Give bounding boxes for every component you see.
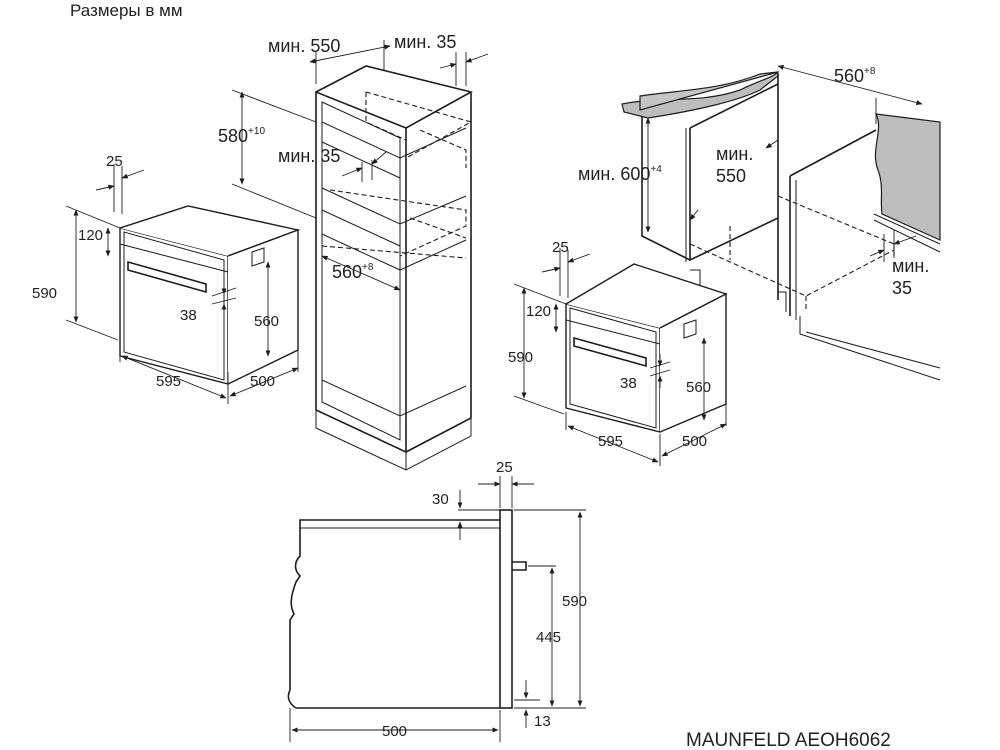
units-label: Размеры в мм <box>70 1 183 20</box>
min-gap-top-label: мин. 35 <box>394 32 456 52</box>
side-panel-depth: 25 <box>496 459 513 476</box>
undercounter-niche-width-tolerance: +8 <box>864 66 876 77</box>
undercounter-installation: 560+8 мин. 600+4 мин. 550 мин. 35 <box>578 65 941 381</box>
oven-left-body-height: 560 <box>254 313 279 330</box>
svg-text:мин. 600+4: мин. 600+4 <box>578 164 662 184</box>
side-total-height: 590 <box>562 593 587 610</box>
model-label: MAUNFELD AEOH6062 <box>686 730 891 750</box>
oven-left-handle-offset: 38 <box>180 307 197 324</box>
undercounter-min-depth-value: 550 <box>716 166 746 186</box>
side-bottom-offset: 13 <box>534 713 551 730</box>
niche-depth-value: 560 <box>332 262 362 282</box>
oven-side-view: 25 30 590 445 13 500 <box>287 459 587 742</box>
niche-height-tolerance: +10 <box>248 126 265 137</box>
svg-text:580+10: 580+10 <box>218 126 265 146</box>
undercounter-niche-width: 560 <box>834 66 864 86</box>
oven-right-depth: 500 <box>682 433 707 450</box>
oven-right-top-offset: 120 <box>526 303 551 320</box>
side-lower-height: 445 <box>536 629 561 646</box>
niche-height-value: 580 <box>218 126 248 146</box>
undercounter-min-gap-value: 35 <box>892 278 912 298</box>
side-top-offset: 30 <box>432 491 449 508</box>
min-width-label: мин. 550 <box>268 36 340 56</box>
niche-depth-tolerance: +8 <box>362 262 374 273</box>
undercounter-min-height: мин. 600 <box>578 164 650 184</box>
oven-left-top-offset: 120 <box>78 227 103 244</box>
min-vent-label: мин. 35 <box>278 146 340 166</box>
tall-cabinet: мин. 550 мин. 35 580+10 мин. 35 560+8 <box>218 32 489 471</box>
oven-left-width: 595 <box>156 373 181 390</box>
undercounter-min-gap-label: мин. <box>892 256 929 276</box>
svg-text:560+8: 560+8 <box>834 66 876 86</box>
oven-right-body-height: 560 <box>686 379 711 396</box>
oven-left: 25 120 590 38 560 595 500 <box>32 153 301 404</box>
oven-right-width: 595 <box>598 433 623 450</box>
oven-left-panel-depth: 25 <box>106 153 123 170</box>
oven-right: 25 120 590 38 560 595 500 <box>508 239 728 466</box>
oven-left-total-height: 590 <box>32 285 57 302</box>
oven-right-panel-depth: 25 <box>552 239 569 256</box>
undercounter-min-height-tolerance: +4 <box>650 164 662 175</box>
oven-left-depth: 500 <box>250 373 275 390</box>
oven-right-total-height: 590 <box>508 349 533 366</box>
undercounter-min-depth-label: мин. <box>716 144 753 164</box>
svg-text:560+8: 560+8 <box>332 262 374 282</box>
side-depth: 500 <box>382 723 407 740</box>
oven-right-handle-offset: 38 <box>620 375 637 392</box>
